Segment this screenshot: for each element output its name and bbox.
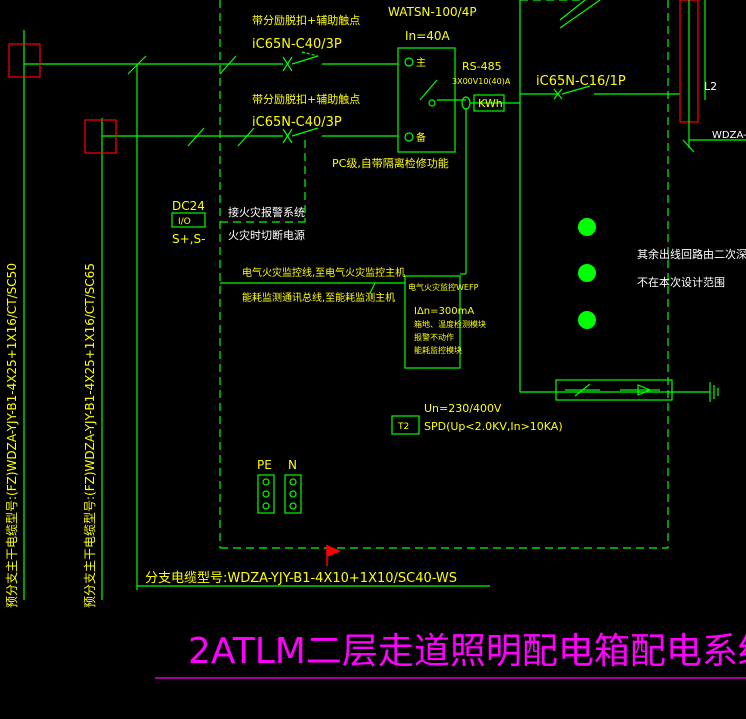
- ats-note: PC级,自带隔离检修功能: [332, 156, 449, 170]
- indicator-dot-1: [578, 218, 596, 236]
- flag-icon: [326, 545, 341, 566]
- junction-box-1: [8, 43, 41, 78]
- breaker-1-note: 带分励脱扣+辅助触点: [252, 13, 360, 27]
- monitor-line-2: 能耗监测通讯总线,至能耗监测主机: [242, 291, 395, 304]
- n-label: N: [288, 458, 297, 472]
- branch-cable-spec: 分支电缆型号:WDZA-YJY-B1-4X10+1X10/SC40-WS: [145, 570, 457, 586]
- panel-enclosure: [219, 0, 669, 549]
- wefp-line-2: 箱地、温度检测模块: [414, 319, 486, 329]
- ats-model: WATSN-100/4P: [388, 5, 477, 19]
- fire-io-label: I/O: [178, 217, 191, 227]
- wdza-right-label: WDZA-: [712, 130, 746, 141]
- right-breaker-model: iC65N-C16/1P: [536, 74, 626, 89]
- io-box: [171, 212, 206, 228]
- spd-box: [391, 415, 420, 435]
- n-terminal: [284, 474, 302, 514]
- wefp-line-1: IΔn=300mA: [414, 306, 474, 317]
- junction-box-2: [84, 119, 117, 154]
- indicator-dot-2: [578, 264, 596, 282]
- fire-dc-label: DC24: [172, 199, 205, 213]
- breaker-2-note: 带分励脱扣+辅助触点: [252, 92, 360, 106]
- fire-alarm-line-2: 火灾时切断电源: [228, 228, 305, 242]
- breaker-1-model: iC65N-C40/3P: [252, 37, 342, 52]
- page-title: 2ATLM二层走道照明配电箱配电系统图: [188, 631, 746, 672]
- breaker-2: [282, 127, 398, 144]
- vertical-cable-1: 预分支主干电缆型号:(FZ)WDZA-YJY-B1-4X25+1X16/CT/S…: [5, 263, 19, 608]
- meter-protocol: RS-485: [462, 60, 502, 73]
- breaker-1: [282, 51, 398, 72]
- pe-label: PE: [257, 458, 272, 472]
- spd-rating: Un=230/400V: [424, 402, 502, 415]
- indicator-dot-3: [578, 311, 596, 329]
- breaker-2-model: iC65N-C40/3P: [252, 115, 342, 130]
- ats-backup-label: 备: [416, 131, 426, 144]
- spd-tag: T2: [397, 422, 409, 432]
- pe-terminal: [257, 474, 275, 514]
- ats-main-label: 主: [416, 57, 426, 69]
- fire-alarm-line-1: 接火灾报警系统: [228, 205, 305, 219]
- vertical-cable-2: 预分支主干电缆型号:(FZ)WDZA-YJY-B1-4X25+1X16/CT/S…: [83, 263, 97, 608]
- wefp-box: [404, 275, 461, 369]
- remaining-circuits-2: 不在本次设计范围: [637, 275, 725, 289]
- meter-label: KWh: [478, 97, 503, 110]
- wefp-line-3: 报警不动作: [414, 332, 454, 342]
- wefp-title: 电气火灾监控WEFP: [408, 282, 479, 292]
- spd-spec: SPD(Up<2.0KV,In>10KA): [424, 420, 563, 433]
- ats-rating: In=40A: [405, 29, 450, 43]
- l2-label: L2: [704, 80, 717, 93]
- kwh-meter: [473, 94, 505, 112]
- monitor-line-1: 电气火灾监控线,至电气火灾监控主机: [242, 266, 405, 279]
- wefp-line-4: 能耗监控模块: [414, 345, 462, 355]
- fire-terminals: S+,S-: [172, 232, 205, 246]
- meter-spec: 3X00V10(40)A: [452, 77, 511, 86]
- remaining-circuits-1: 其余出线回路由二次深化设: [637, 247, 746, 261]
